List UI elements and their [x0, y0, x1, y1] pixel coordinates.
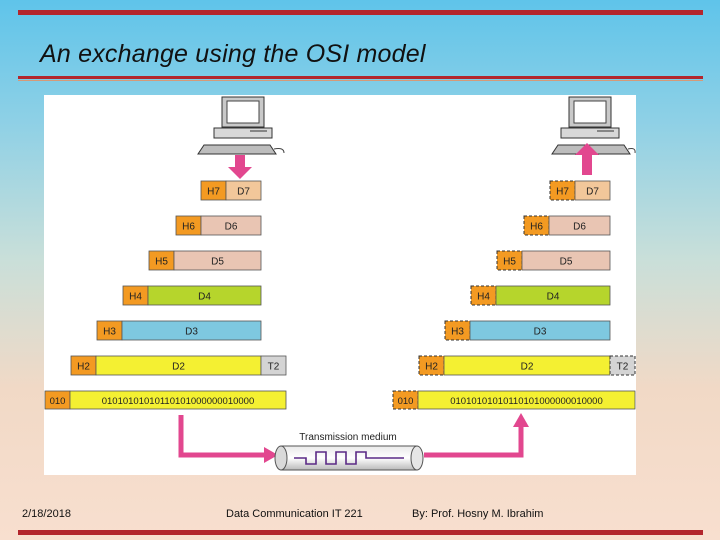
right-h4: H4 — [477, 292, 490, 303]
to-medium-arrow-icon — [178, 415, 278, 463]
left-h6: H6 — [182, 222, 195, 233]
top-rule — [18, 10, 703, 15]
left-h2: H2 — [77, 362, 90, 373]
receive-arrow-icon — [575, 143, 599, 175]
osi-exchange-figure: H7 D7 H6 D6 H5 D5 H4 D4 H3 D3 H2 D2 T2 0… — [44, 95, 636, 475]
left-d4: D4 — [198, 292, 211, 303]
right-d2: D2 — [521, 362, 534, 373]
right-d7: D7 — [586, 187, 599, 198]
footer-course: Data Communication IT 221 — [226, 508, 363, 520]
right-h2: H2 — [425, 362, 438, 373]
right-h7: H7 — [556, 187, 569, 198]
right-d5: D5 — [560, 257, 573, 268]
right-d4: D4 — [547, 292, 560, 303]
left-d7: D7 — [237, 187, 250, 198]
left-physical-header: 010 — [50, 396, 66, 407]
left-d5: D5 — [211, 257, 224, 268]
right-h5: H5 — [503, 257, 516, 268]
bottom-rule — [18, 530, 703, 535]
transmission-medium-label: Transmission medium — [299, 432, 396, 443]
footer-author: By: Prof. Hosny M. Ibrahim — [412, 508, 544, 520]
slide-title: An exchange using the OSI model — [40, 40, 426, 68]
sender-computer-icon — [197, 96, 285, 155]
right-t2: T2 — [617, 362, 629, 373]
title-underline — [18, 80, 703, 81]
left-d6: D6 — [225, 222, 238, 233]
from-medium-arrow-icon — [424, 413, 529, 458]
left-d3: D3 — [185, 327, 198, 338]
title-rule — [18, 76, 703, 79]
left-h3: H3 — [103, 327, 116, 338]
left-bitstream: 01010101010110101000000010000 — [102, 396, 255, 407]
left-t2: T2 — [268, 362, 280, 373]
left-d2: D2 — [172, 362, 185, 373]
left-h4: H4 — [129, 292, 142, 303]
transmission-medium-pipe-icon — [274, 445, 424, 471]
right-d3: D3 — [534, 327, 547, 338]
footer-date: 2/18/2018 — [22, 508, 71, 520]
left-h7: H7 — [207, 187, 220, 198]
receiver-computer-icon — [551, 96, 636, 155]
send-arrow-icon — [228, 155, 252, 179]
left-h5: H5 — [155, 257, 168, 268]
right-h3: H3 — [451, 327, 464, 338]
right-physical-header: 010 — [398, 396, 414, 407]
right-d6: D6 — [573, 222, 586, 233]
right-bitstream: 01010101010110101000000010000 — [450, 396, 603, 407]
right-h6: H6 — [530, 222, 543, 233]
